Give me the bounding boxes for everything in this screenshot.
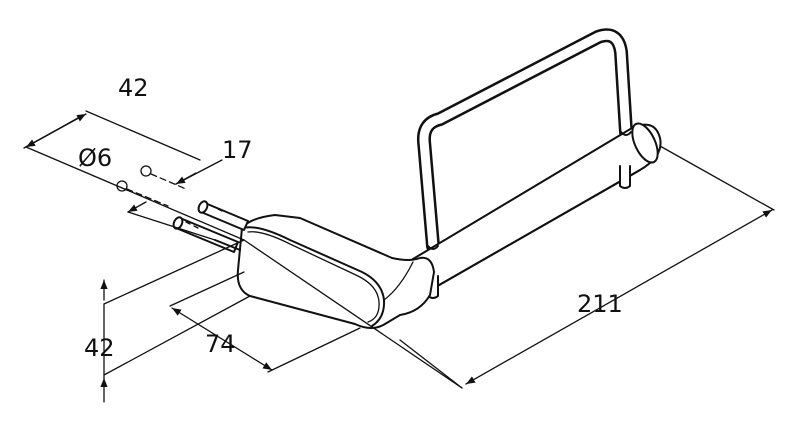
dimension-overall-length: 211 — [243, 145, 775, 389]
dimension-depth: 74 — [169, 271, 361, 373]
arm-tube — [397, 122, 662, 299]
hole-axis-upper — [150, 173, 187, 190]
dim-label-depth: 74 — [205, 330, 236, 358]
wall-mount-body — [236, 214, 435, 329]
dimension-top-width: 42 — [23, 74, 245, 241]
dimension-hole-diameter: Ø6 — [78, 144, 112, 172]
dim-label-top-width: 42 — [118, 74, 149, 102]
dim-label-side-height: 42 — [84, 334, 115, 362]
dimension-side-height: 42 — [84, 239, 251, 403]
hole-axis-lower — [126, 188, 169, 207]
rail-legs — [427, 131, 632, 250]
towel-rail-product — [172, 28, 662, 329]
dimension-hole-spacing: 17 — [127, 136, 253, 241]
dim-label-hole-spacing: 17 — [222, 136, 253, 164]
rail-frame — [416, 28, 633, 253]
dim-label-overall-length: 211 — [577, 290, 623, 318]
mounting-screws — [172, 200, 249, 253]
dim-label-hole-diameter: Ø6 — [78, 144, 112, 172]
hole-circle-upper — [140, 165, 152, 177]
